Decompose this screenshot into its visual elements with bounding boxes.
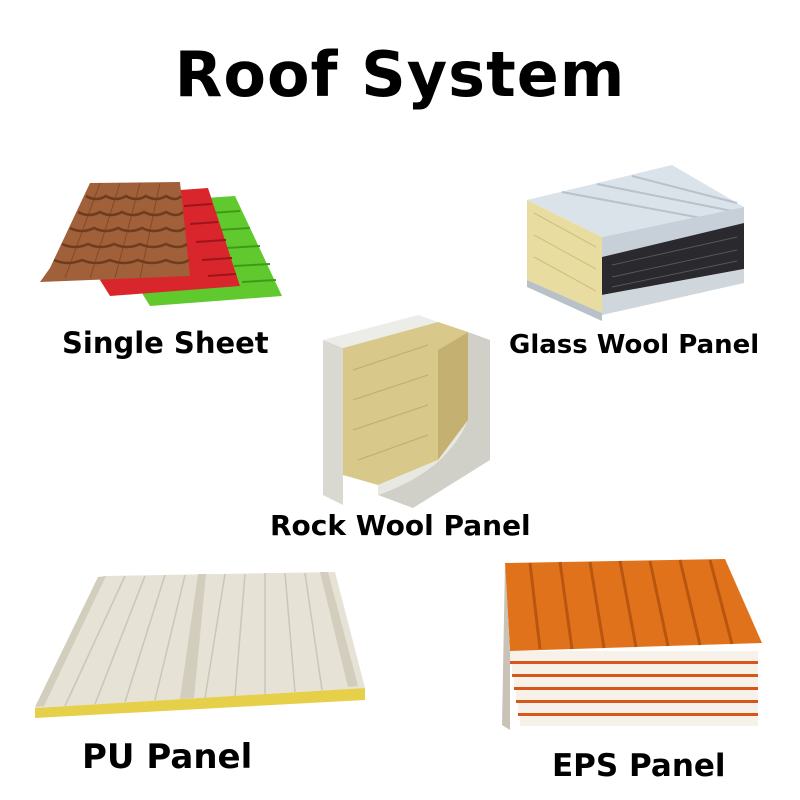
eps-panel-image xyxy=(502,559,762,730)
rock-wool-panel-image xyxy=(323,315,490,508)
pu-panel-image xyxy=(35,572,365,718)
single-sheet-label: Single Sheet xyxy=(62,326,269,360)
rock-wool-panel-label: Rock Wool Panel xyxy=(270,509,531,542)
glass-wool-panel-image xyxy=(527,165,744,321)
single-sheet-image xyxy=(40,182,282,306)
page-title: Roof System xyxy=(174,38,626,111)
eps-panel-label: EPS Panel xyxy=(552,748,726,784)
glass-wool-panel-label: Glass Wool Panel xyxy=(509,330,760,360)
pu-panel-label: PU Panel xyxy=(82,737,253,777)
